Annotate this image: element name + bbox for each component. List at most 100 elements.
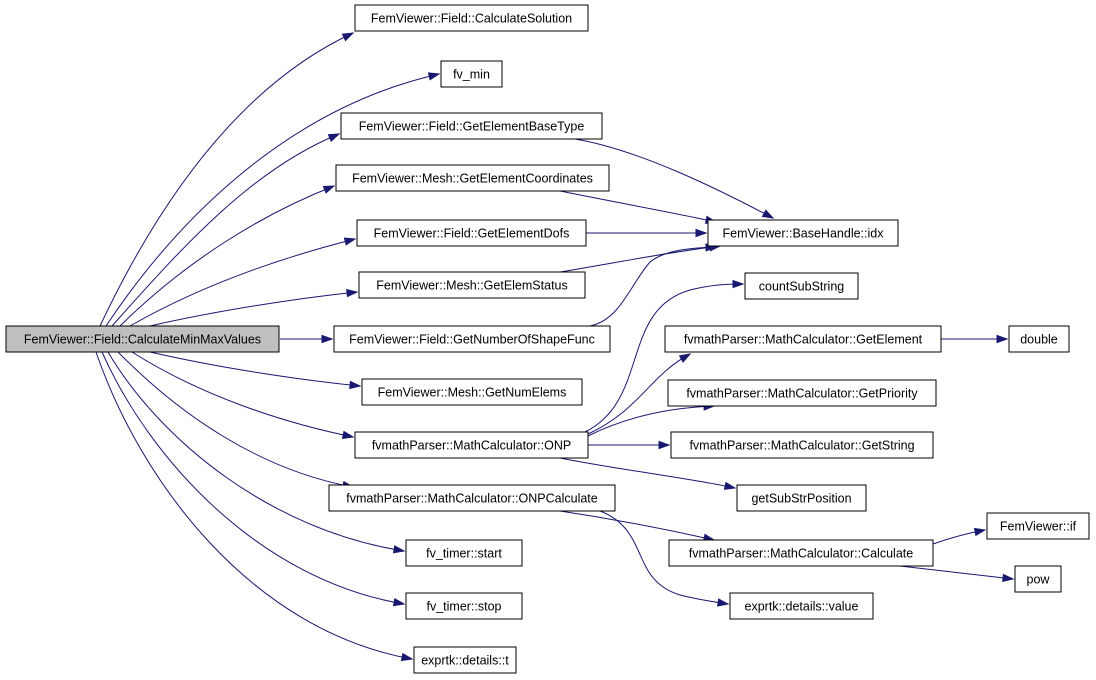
node-box	[1014, 565, 1062, 593]
node-label: fvmathParser::MathCalculator::GetPriorit…	[686, 387, 918, 401]
edge-line	[129, 238, 356, 327]
edge-arrowhead	[678, 353, 692, 363]
node-label: exprtk::details::value	[745, 600, 859, 614]
edge-line	[149, 351, 361, 387]
node-getsubpos[interactable]: getSubStrPosition	[736, 484, 867, 512]
node-label: exprtk::details::t	[421, 654, 509, 668]
edge-root-getebt	[111, 133, 341, 327]
edge-root-tstop	[101, 351, 406, 607]
node-box	[356, 219, 587, 247]
edge-line	[559, 245, 721, 273]
edge-line	[899, 565, 1014, 580]
node-label: fvmathParser::MathCalculator::ONP	[372, 439, 571, 453]
node-getprio[interactable]: fvmathParser::MathCalculator::GetPriorit…	[667, 379, 937, 407]
edge-arrowhead	[349, 380, 362, 390]
edge-line	[559, 457, 736, 489]
node-calc[interactable]: fvmathParser::MathCalculator::Calculate	[668, 539, 934, 567]
node-onp[interactable]: fvmathParser::MathCalculator::ONP	[354, 431, 589, 459]
node-box	[358, 271, 586, 299]
edge-arrowhead	[341, 32, 355, 42]
node-label: double	[1020, 333, 1058, 347]
node-getstr[interactable]: fvmathParser::MathCalculator::GetString	[670, 431, 934, 459]
node-box	[986, 512, 1090, 540]
node-box	[5, 325, 280, 353]
edge-onp-countsub	[584, 279, 745, 433]
node-fvmin[interactable]: fv_min	[440, 60, 503, 88]
edge-line	[99, 32, 354, 327]
node-box	[335, 164, 610, 192]
node-onpcalc[interactable]: fvmathParser::MathCalculator::ONPCalcula…	[328, 484, 616, 512]
node-countsub[interactable]: countSubString	[744, 272, 859, 300]
edge-calc-fvif	[932, 527, 987, 545]
edge-line	[559, 190, 717, 223]
edge-line	[107, 351, 405, 552]
edge-line	[105, 73, 440, 327]
node-label: fv_timer::stop	[426, 600, 501, 614]
edge-line	[587, 405, 715, 437]
node-getnum[interactable]: FemViewer::Mesh::GetNumElems	[361, 378, 583, 406]
node-root[interactable]: FemViewer::Field::CalculateMinMaxValues	[5, 325, 280, 353]
node-getebt[interactable]: FemViewer::Field::GetElementBaseType	[340, 112, 603, 140]
node-box	[668, 539, 934, 567]
edge-line	[559, 510, 715, 541]
edge-arrowhead	[327, 133, 341, 142]
node-getecoord[interactable]: FemViewer::Mesh::GetElementCoordinates	[335, 164, 610, 192]
node-tstart[interactable]: fv_timer::start	[405, 539, 523, 567]
node-double[interactable]: double	[1008, 325, 1070, 353]
node-label: FemViewer::Field::GetNumberOfShapeFunc	[349, 333, 595, 347]
edge-onpcalc-calc	[559, 510, 716, 542]
node-label: FemViewer::Field::GetElementDofs	[374, 227, 570, 241]
node-label: fvmathParser::MathCalculator::Calculate	[689, 547, 913, 561]
node-getedofs[interactable]: FemViewer::Field::GetElementDofs	[356, 219, 587, 247]
edge-arrowhead	[321, 334, 334, 344]
edge-root-getnum	[149, 351, 362, 390]
edge-arrowhead	[732, 279, 745, 289]
node-pow[interactable]: pow	[1014, 565, 1062, 593]
node-box	[354, 4, 589, 32]
node-getestat[interactable]: FemViewer::Mesh::GetElemStatus	[358, 271, 586, 299]
edge-arrowhead	[695, 228, 708, 238]
edge-line	[574, 138, 774, 219]
edge-arrowhead	[973, 527, 987, 537]
edge-arrowhead	[723, 481, 737, 490]
node-box	[744, 272, 859, 300]
node-label: FemViewer::if	[1000, 520, 1077, 534]
node-getnsf[interactable]: FemViewer::Field::GetNumberOfShapeFunc	[333, 325, 611, 353]
node-label: FemViewer::BaseHandle::idx	[723, 227, 885, 241]
node-box	[736, 484, 867, 512]
edge-line	[117, 351, 354, 488]
node-label: FemViewer::Mesh::GetElemStatus	[376, 279, 568, 293]
node-box	[328, 484, 616, 512]
node-value[interactable]: exprtk::details::value	[729, 592, 874, 620]
edge-arrowhead	[341, 430, 355, 439]
node-box	[670, 431, 934, 459]
edge-onpcalc-value	[599, 510, 730, 607]
edge-root-onp	[131, 351, 355, 439]
node-label: FemViewer::Field::GetElementBaseType	[359, 120, 585, 134]
edge-arrowhead	[427, 72, 441, 81]
node-idx[interactable]: FemViewer::BaseHandle::idx	[707, 219, 899, 247]
edge-calc-pow	[899, 565, 1015, 583]
node-label: FemViewer::Mesh::GetNumElems	[378, 386, 567, 400]
edge-line	[131, 351, 354, 438]
edge-line	[584, 283, 744, 433]
node-label: FemViewer::Mesh::GetElementCoordinates	[352, 172, 593, 186]
edge-root-getedofs	[129, 237, 357, 327]
node-box	[667, 379, 937, 407]
edge-getecoord-idx	[559, 190, 718, 224]
node-tstop[interactable]: fv_timer::stop	[405, 592, 523, 620]
node-box	[413, 646, 517, 674]
node-calcsol[interactable]: FemViewer::Field::CalculateSolution	[354, 4, 589, 32]
edge-arrowhead	[400, 652, 414, 662]
node-ext[interactable]: exprtk::details::t	[413, 646, 517, 674]
edge-arrowhead	[716, 598, 730, 607]
node-label: countSubString	[759, 280, 845, 294]
edge-root-onpcalc	[117, 351, 355, 490]
edge-getebt-idx	[574, 138, 775, 219]
node-getel[interactable]: fvmathParser::MathCalculator::GetElement	[664, 325, 942, 353]
node-fvif[interactable]: FemViewer::if	[986, 512, 1090, 540]
edge-root-calcsol	[99, 32, 355, 327]
node-label: FemViewer::Field::CalculateSolution	[371, 12, 572, 26]
edge-root-tstart	[107, 351, 406, 554]
